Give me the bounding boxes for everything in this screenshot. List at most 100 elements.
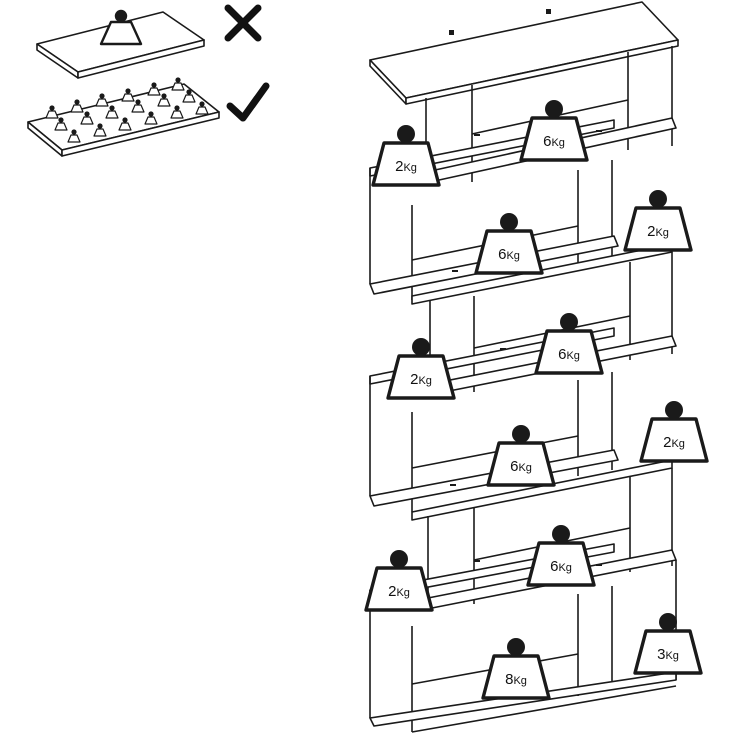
weight-knob [552,525,570,543]
weight-value: 3 [657,646,665,663]
weight-body [633,629,703,675]
weight-right-column-2: 2Kg [639,401,709,463]
weight-label: 6Kg [543,133,565,150]
weight-value: 6 [498,246,506,263]
weight-knob [665,401,683,419]
weight-value: 2 [647,223,655,240]
weight-unit: Kg [665,650,678,662]
weight-value: 6 [543,133,551,150]
legend-small-weight [171,77,185,91]
legend-small-weight [67,129,81,143]
check-icon [226,82,270,122]
legend-small-weight [131,99,145,113]
legend-small-weight [80,111,94,125]
weight-label: 8Kg [505,671,527,688]
weight-knob [545,100,563,118]
weight-unit: Kg [671,438,684,450]
weight-body [639,417,709,463]
weight-middle-column-1: 6Kg [519,100,589,162]
weight-label: 3Kg [657,646,679,663]
legend-small-weight [70,99,84,113]
weight-unit: Kg [396,587,409,599]
weight-unit: Kg [513,675,526,687]
weight-body [534,329,604,375]
weight-knob [412,338,430,356]
weight-left-column-1: 2Kg [371,125,441,187]
weight-left-column-2: 2Kg [386,338,456,400]
top-panel [369,1,679,105]
weight-unit: Kg [551,137,564,149]
weight-label: 6Kg [558,346,580,363]
weight-body [519,116,589,162]
weight-knob [649,190,667,208]
cross-icon [224,4,262,42]
weight-body [364,566,434,612]
weight-label: 6Kg [498,246,520,263]
legend-small-weight [95,93,109,107]
legend-small-weight [147,82,161,96]
weight-label: 2Kg [410,371,432,388]
weight-value: 6 [558,346,566,363]
legend-small-weight [195,101,209,115]
weight-body [623,206,693,252]
weight-knob [560,313,578,331]
weight-body [486,441,556,487]
legend-distributed-weights [45,77,209,143]
weight-label: 2Kg [395,158,417,175]
legend-small-weight [54,117,68,131]
weight-middle-column-5: 6Kg [526,525,596,587]
weight-body [474,229,544,275]
weight-value: 2 [410,371,418,388]
weight-right-column-1: 2Kg [623,190,693,252]
weight-unit: Kg [655,227,668,239]
legend-small-weight [93,123,107,137]
legend-wrong-load [36,4,262,79]
weight-label: 2Kg [647,223,669,240]
weight-label: 2Kg [388,583,410,600]
legend-small-weight [105,105,119,119]
legend-small-weight [118,117,132,131]
weight-value: 2 [388,583,396,600]
weight-knob [390,550,408,568]
top-fittings [449,9,551,35]
legend-small-weight [170,105,184,119]
weight-unit: Kg [566,350,579,362]
weight-middle-column-3: 6Kg [534,313,604,375]
weight-unit: Kg [403,162,416,174]
weight-knob [512,425,530,443]
legend-small-weight [157,93,171,107]
weight-unit: Kg [558,562,571,574]
weight-unit: Kg [518,462,531,474]
weight-value: 6 [550,558,558,575]
legend-small-weight [182,89,196,103]
weight-left-column-3: 2Kg [364,550,434,612]
weight-body [386,354,456,400]
weight-right-column-3: 3Kg [633,613,703,675]
shelf-fittings [450,130,602,566]
legend-small-weight [45,105,59,119]
weight-middle-column-2: 6Kg [474,213,544,275]
weight-middle-column-6: 8Kg [481,638,551,700]
weight-body [371,141,441,187]
weight-value: 6 [510,458,518,475]
legend-small-weight [144,111,158,125]
weight-label: 2Kg [663,434,685,451]
weight-knob [507,638,525,656]
weight-body [526,541,596,587]
weight-value: 8 [505,671,513,688]
weight-label: 6Kg [550,558,572,575]
weight-body [481,654,551,700]
weight-value: 2 [395,158,403,175]
weight-unit: Kg [506,250,519,262]
legend-single-weight [99,9,143,46]
legend-small-weight [121,88,135,102]
weight-knob [659,613,677,631]
weight-middle-column-4: 6Kg [486,425,556,487]
weight-value: 2 [663,434,671,451]
weight-unit: Kg [418,375,431,387]
weight-knob [500,213,518,231]
legend-right-load [27,77,270,157]
weight-knob [397,125,415,143]
